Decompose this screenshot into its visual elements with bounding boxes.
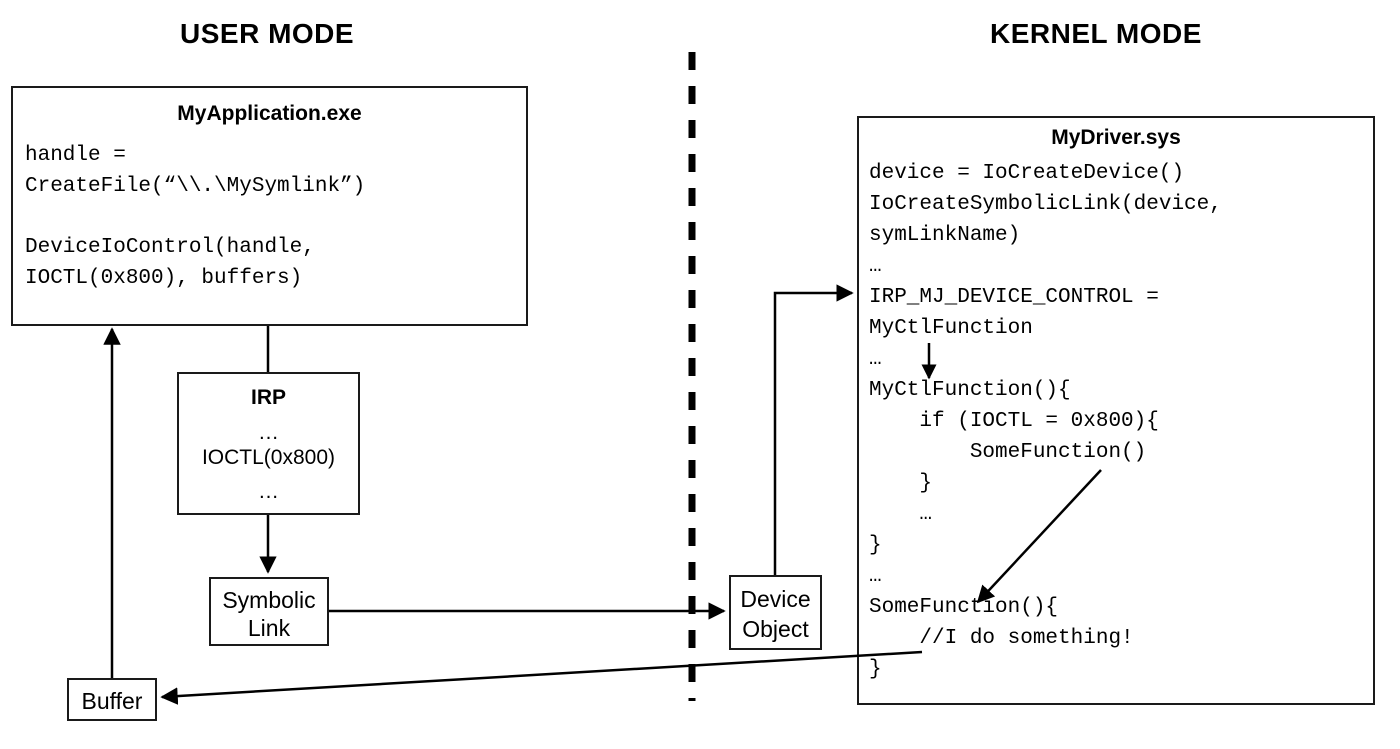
irp-box: IRP … IOCTL(0x800) …: [177, 372, 360, 515]
app-code-line-2: CreateFile(“\\.\MySymlink”): [25, 175, 366, 198]
app-code-line-4: IOCTL(0x800), buffers): [25, 267, 303, 290]
driver-to-buffer-connector: [160, 650, 923, 705]
user-mode-title: USER MODE: [180, 18, 355, 49]
my-driver-code: device = IoCreateDevice() IoCreateSymbol…: [869, 162, 1222, 681]
app-code-line-3: DeviceIoControl(handle,: [25, 236, 315, 259]
kernel-mode-title: KERNEL MODE: [990, 18, 1202, 49]
device-object-to-driver-connector: [773, 284, 854, 575]
irp-title: IRP: [250, 386, 286, 409]
my-driver-title: MyDriver.sys: [1051, 126, 1181, 149]
symbolic-link-box: Symbolic Link: [209, 577, 329, 646]
symbolic-link-label-line-2: Link: [247, 615, 291, 641]
my-application-box: MyApplication.exe handle = CreateFile(“\…: [11, 86, 528, 326]
device-object-box: Device Object: [729, 575, 822, 650]
symbolic-link-label-line-1: Symbolic: [222, 587, 316, 613]
device-object-label-line-1: Device: [740, 586, 811, 612]
my-application-title: MyApplication.exe: [177, 102, 362, 125]
device-object-label-line-2: Object: [742, 616, 809, 642]
my-driver-box: MyDriver.sys device = IoCreateDevice() I…: [857, 116, 1375, 705]
irp-line-1: …: [258, 421, 279, 444]
buffer-box: Buffer: [67, 678, 157, 721]
app-code-line-1: handle =: [25, 144, 126, 167]
buffer-label: Buffer: [81, 688, 143, 714]
irp-line-3: …: [258, 480, 279, 503]
irp-line-2: IOCTL(0x800): [201, 446, 336, 469]
